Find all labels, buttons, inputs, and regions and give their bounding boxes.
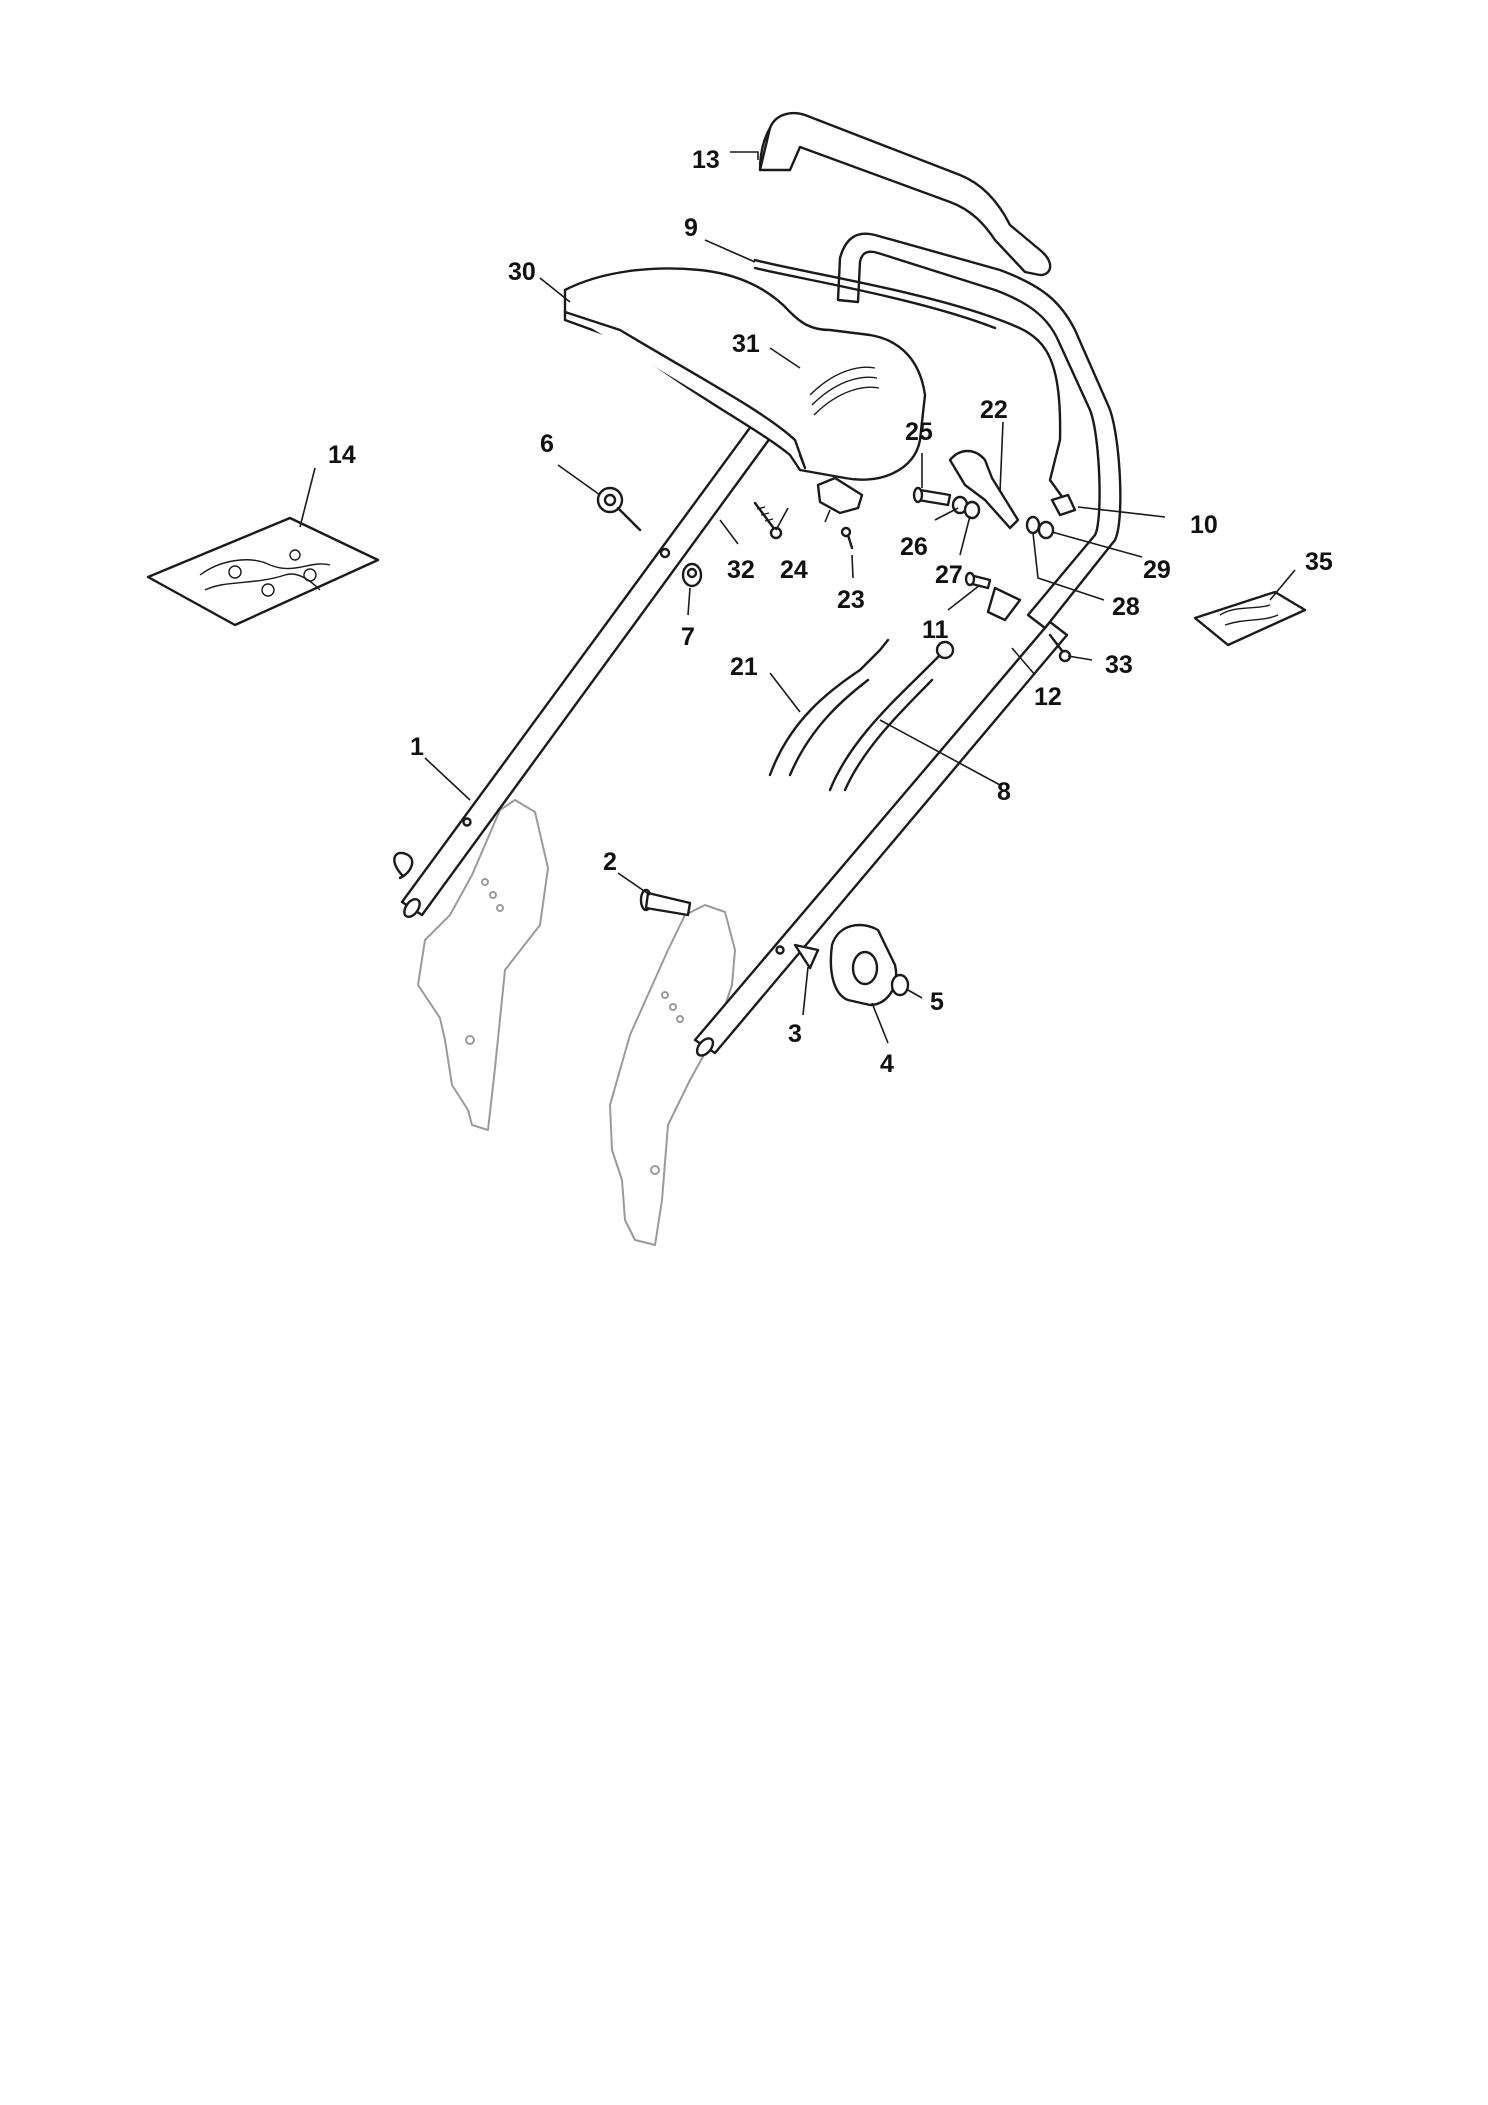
callout-9: 9 bbox=[684, 214, 698, 242]
cable-21 bbox=[768, 638, 890, 777]
callout-1: 1 bbox=[410, 733, 424, 761]
callout-5: 5 bbox=[930, 988, 944, 1016]
callout-labels: 13 9 30 31 14 6 7 32 24 23 25 22 26 27 1… bbox=[328, 146, 1333, 1078]
screw-32 bbox=[753, 501, 783, 540]
nut-7 bbox=[681, 562, 703, 588]
bracket-12 bbox=[986, 586, 1022, 622]
callout-24: 24 bbox=[780, 556, 808, 584]
screw-23 bbox=[840, 526, 854, 550]
callout-25: 25 bbox=[905, 418, 933, 446]
callout-26: 26 bbox=[900, 533, 928, 561]
callout-4: 4 bbox=[880, 1050, 894, 1078]
control-cable bbox=[753, 258, 1065, 500]
cable-8 bbox=[828, 640, 955, 792]
callout-30: 30 bbox=[508, 258, 536, 286]
callout-35: 35 bbox=[1305, 548, 1333, 576]
lower-handle-right bbox=[693, 620, 1069, 1057]
washer-26 bbox=[951, 495, 981, 520]
hardware-bag-35 bbox=[1193, 590, 1307, 647]
lower-handle-left bbox=[393, 378, 805, 919]
callout-8: 8 bbox=[997, 778, 1011, 806]
callout-22: 22 bbox=[980, 396, 1008, 424]
callout-23: 23 bbox=[837, 586, 865, 614]
nut-10 bbox=[1050, 493, 1077, 517]
lever-22 bbox=[948, 449, 1020, 530]
callout-27: 27 bbox=[935, 561, 963, 589]
leader-lines bbox=[299, 151, 1296, 1044]
bolt-25 bbox=[912, 486, 952, 507]
nut-5 bbox=[890, 973, 910, 997]
upper-handle-loop bbox=[836, 232, 1122, 630]
screw-27 bbox=[964, 571, 992, 590]
callout-13: 13 bbox=[692, 146, 720, 174]
callout-10: 10 bbox=[1190, 511, 1218, 539]
callout-3: 3 bbox=[788, 1020, 802, 1048]
top-grip-bar bbox=[758, 111, 1052, 277]
callout-32: 32 bbox=[727, 556, 755, 584]
screw-33 bbox=[1048, 633, 1072, 663]
callout-7: 7 bbox=[681, 623, 695, 651]
callout-6: 6 bbox=[540, 430, 554, 458]
clip-24 bbox=[816, 476, 864, 515]
clip-3 bbox=[793, 943, 820, 970]
callout-28: 28 bbox=[1112, 593, 1140, 621]
knob-4 bbox=[829, 923, 898, 1007]
eye-bolt bbox=[596, 486, 642, 532]
right-bracket bbox=[609, 904, 736, 1246]
bolt-2 bbox=[639, 888, 692, 917]
callout-11: 11 bbox=[922, 616, 949, 644]
callout-2: 2 bbox=[603, 848, 617, 876]
hardware-bag-14 bbox=[146, 516, 380, 627]
callout-14: 14 bbox=[328, 441, 356, 469]
callout-21: 21 bbox=[730, 653, 758, 681]
callout-33: 33 bbox=[1105, 651, 1133, 679]
console-cover bbox=[563, 267, 927, 481]
callout-31: 31 bbox=[732, 330, 760, 358]
callout-12: 12 bbox=[1034, 683, 1062, 711]
callout-29: 29 bbox=[1143, 556, 1171, 584]
washer-28-29 bbox=[1025, 515, 1055, 540]
left-bracket bbox=[417, 799, 549, 1131]
